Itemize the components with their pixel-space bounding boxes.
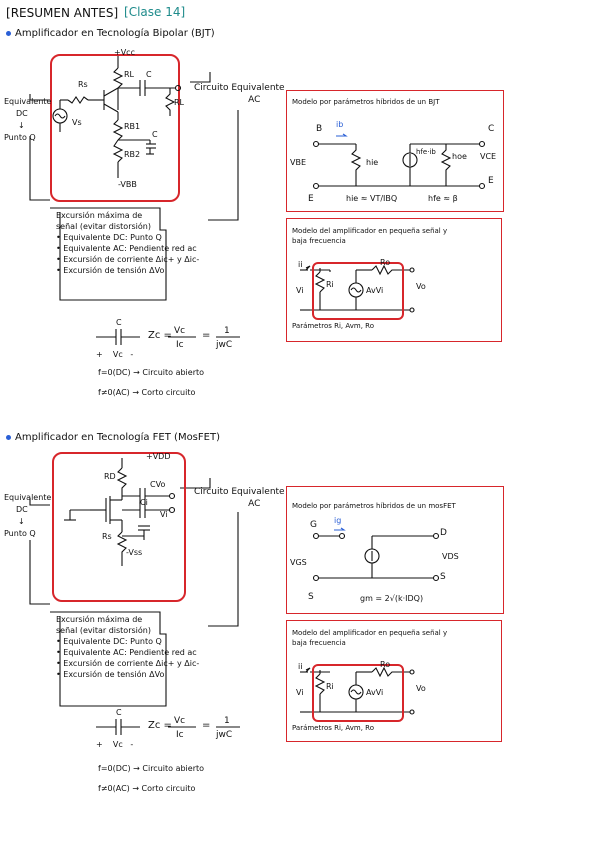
c-top-label: C bbox=[146, 70, 152, 79]
zc-den: Ic bbox=[176, 340, 184, 350]
fet-small-title: Modelo del amplificador en pequeña señal… bbox=[292, 629, 448, 647]
fet-small-ro: Ro bbox=[380, 660, 391, 669]
fet-cap-vc-label: + Vc - bbox=[96, 740, 134, 749]
fet-zc-jwc: jwC bbox=[216, 730, 233, 740]
fet-hybrid-ig: ig bbox=[334, 516, 342, 525]
small-avvi: AvVi bbox=[366, 286, 384, 295]
vss-label: -Vss bbox=[126, 548, 143, 557]
vcc-label: +Vcc bbox=[114, 48, 135, 57]
vbb-label: -VBB bbox=[118, 180, 137, 189]
bullet-dot-icon bbox=[6, 30, 11, 36]
fet-ac-label: Circuito Equivalente AC bbox=[194, 487, 285, 509]
cap-c-label: C bbox=[116, 318, 122, 327]
rl-top-label: RL bbox=[124, 70, 135, 79]
fet-excursion: Excursión máxima de señal (evitar distor… bbox=[56, 615, 200, 679]
fet-small-signal-box bbox=[286, 620, 502, 742]
hybrid-vce: VCE bbox=[480, 152, 497, 161]
bjt-hybrid-title: Modelo por parámetros híbridos de un BJT bbox=[292, 98, 440, 106]
fet-hybrid-box bbox=[286, 486, 504, 614]
class-label: [Clase 14] bbox=[124, 5, 186, 19]
hybrid-vbe: VBE bbox=[290, 158, 307, 167]
fet-hybrid-g: G bbox=[310, 520, 317, 530]
hybrid-ib: ib bbox=[336, 120, 344, 129]
bjt-heading: Amplificador en Tecnología Bipolar (BJT) bbox=[6, 28, 215, 39]
bjt-amp-block bbox=[312, 262, 404, 320]
fet-hybrid-gm: gm = 2√(k·IDQ) bbox=[360, 594, 424, 603]
fet-vi-label: Vi bbox=[160, 510, 168, 519]
rs-label: Rs bbox=[78, 80, 88, 89]
fet-cap-ac-note: f≠0(AC) → Corto circuito bbox=[98, 784, 196, 793]
bjt-ac-label: Circuito Equivalente AC bbox=[194, 83, 285, 105]
zc-eq: = bbox=[202, 330, 211, 341]
bjt-excursion: Excursión máxima de señal (evitar distor… bbox=[56, 211, 200, 275]
bjt-small-title: Modelo del amplificador en pequeña señal… bbox=[292, 227, 448, 245]
hybrid-hfe-formula: hfe ≈ β bbox=[428, 194, 458, 203]
cvo-label: CVo bbox=[150, 480, 166, 489]
bjt-circuit-box bbox=[50, 54, 180, 202]
fet-zc-den: Ic bbox=[176, 730, 184, 740]
fet-dc-label: Equivalente DC ↓ Punto Q bbox=[4, 493, 52, 538]
bjt-small-signal-box bbox=[286, 218, 502, 342]
hybrid-hoe: hoe bbox=[452, 152, 467, 161]
fet-hybrid-vgs: VGS bbox=[290, 558, 307, 567]
fet-small-vo: Vo bbox=[416, 684, 426, 693]
cap-vc-label: + Vc - bbox=[96, 350, 134, 359]
fet-hybrid-s2: S bbox=[440, 572, 446, 582]
fet-cap-c-label: C bbox=[116, 708, 122, 717]
page-title: [RESUMEN ANTES] bbox=[6, 6, 119, 20]
cap-ac-note: f≠0(AC) → Corto circuito bbox=[98, 388, 196, 397]
zc-one: 1 bbox=[224, 326, 230, 336]
zc-num: Vc bbox=[174, 326, 186, 336]
fet-hybrid-vds: VDS bbox=[442, 552, 459, 561]
small-ri: Ri bbox=[326, 280, 334, 289]
small-ii: ii bbox=[298, 260, 303, 269]
rl-right-label: RL bbox=[174, 98, 185, 107]
hybrid-c: C bbox=[488, 124, 495, 134]
bullet-dot-icon bbox=[6, 434, 11, 440]
zc-label: Zc = bbox=[148, 330, 172, 341]
cap-dc-note: f=0(DC) → Circuito abierto bbox=[98, 368, 205, 377]
hybrid-b: B bbox=[316, 124, 323, 134]
fet-hybrid-title: Modelo por parámetros híbridos de un mos… bbox=[292, 502, 456, 510]
zc-jwc: jwC bbox=[216, 340, 233, 350]
c-mid-label: C bbox=[152, 130, 158, 139]
fet-zc-num: Vc bbox=[174, 716, 186, 726]
rb2-label: RB2 bbox=[124, 150, 141, 159]
fet-zc-label: Zc = bbox=[148, 720, 172, 731]
fet-cap-dc-note: f=0(DC) → Circuito abierto bbox=[98, 764, 205, 773]
small-params: Parámetros Ri, Avm, Ro bbox=[292, 322, 374, 330]
fet-zc-one: 1 bbox=[224, 716, 230, 726]
fet-hybrid-s: S bbox=[308, 592, 314, 602]
hybrid-hie-formula: hie ≈ VT/IBQ bbox=[346, 194, 398, 203]
fet-heading: Amplificador en Tecnología FET (MosFET) bbox=[6, 432, 220, 443]
small-vo: Vo bbox=[416, 282, 426, 291]
hybrid-hfeib: hfe·ib bbox=[416, 148, 436, 156]
fet-small-vi: Vi bbox=[296, 688, 304, 697]
rb1-label: RB1 bbox=[124, 122, 141, 131]
small-ro: Ro bbox=[380, 258, 391, 267]
fet-circuit-box bbox=[52, 452, 186, 602]
rd-label: RD bbox=[104, 472, 116, 481]
vdd-label: +VDD bbox=[146, 452, 171, 461]
hybrid-e2: E bbox=[488, 176, 494, 186]
fet-small-ri: Ri bbox=[326, 682, 334, 691]
fet-rs-label: Rs bbox=[102, 532, 112, 541]
bjt-hybrid-box bbox=[286, 90, 504, 212]
fet-small-params: Parámetros Ri, Avm, Ro bbox=[292, 724, 374, 732]
vs-label: Vs bbox=[72, 118, 82, 127]
fet-small-ii: ii bbox=[298, 662, 303, 671]
fet-hybrid-d: D bbox=[440, 528, 447, 538]
hybrid-e: E bbox=[308, 194, 314, 204]
fet-small-avvi: AvVi bbox=[366, 688, 384, 697]
hybrid-hie: hie bbox=[366, 158, 379, 167]
small-vi: Vi bbox=[296, 286, 304, 295]
fet-amp-block bbox=[312, 664, 404, 722]
ci-label: Ci bbox=[140, 498, 148, 507]
bjt-dc-label: Equivalente DC ↓ Punto Q bbox=[4, 97, 52, 142]
fet-zc-eq: = bbox=[202, 720, 211, 731]
